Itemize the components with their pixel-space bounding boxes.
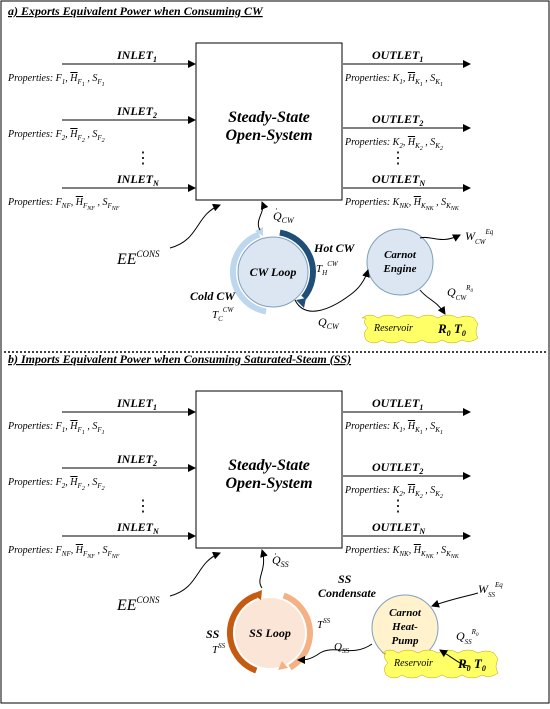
outlet-properties: Properties: K1, HK1 , SK1 bbox=[344, 73, 443, 88]
loop-circle bbox=[237, 236, 309, 308]
outlet-label: OUTLET1 bbox=[372, 396, 423, 412]
device-line1: Carnot bbox=[384, 249, 417, 261]
cold-temp: TSS bbox=[212, 642, 226, 656]
reservoir-label: Reservoir bbox=[373, 323, 413, 334]
inlet-properties: Properties: FNF, HFNF , SFNF bbox=[7, 545, 120, 560]
inlet-label: INLET2 bbox=[116, 104, 157, 120]
section-a: a) Exports Equivalent Power when Consumi… bbox=[7, 4, 494, 344]
outlet-properties: Properties: K2, HK2 , SK2 bbox=[344, 137, 443, 152]
inlet-label: INLET2 bbox=[116, 452, 157, 468]
reservoir-blob bbox=[361, 314, 479, 344]
inlet-properties: Properties: F1, HF1 , SF1 bbox=[7, 421, 105, 436]
q-top-arrow bbox=[257, 201, 269, 231]
inlet-label: INLET1 bbox=[116, 396, 157, 412]
ee-cons-label: EECONS bbox=[116, 595, 160, 614]
q-top-label: QSS bbox=[272, 553, 289, 569]
hot-label: Hot CW bbox=[313, 241, 356, 255]
outlet-properties: Properties: KNK, HKNK , SKNK bbox=[344, 545, 460, 560]
ee-arrow bbox=[169, 551, 221, 597]
reservoir-blob bbox=[381, 649, 499, 679]
outlet-vdots: ⋮ bbox=[390, 150, 406, 167]
ee-arrow bbox=[169, 203, 221, 249]
outlet-properties: Properties: K2, HK2 , SK2 bbox=[344, 485, 443, 500]
hot-arrow-head bbox=[296, 298, 306, 308]
reservoir-state: R0 T0 bbox=[457, 656, 486, 673]
cold-label: SS bbox=[206, 627, 220, 641]
w-label: WCWEq bbox=[465, 228, 494, 246]
inlet-properties: Properties: F1, HF1 , SF1 bbox=[7, 73, 105, 88]
q-top-label: QCW bbox=[273, 209, 295, 225]
outlet-properties: Properties: K1, HK1 , SK1 bbox=[344, 421, 443, 436]
inlet-properties: Properties: F2, HF2 , SF2 bbox=[7, 477, 105, 492]
ee-cons-label: EECONS bbox=[116, 249, 160, 268]
outlet-label: OUTLET1 bbox=[372, 48, 423, 64]
w-arrow bbox=[419, 234, 461, 242]
hot-loop-arrow bbox=[279, 229, 316, 300]
cold-temp: TCCW bbox=[212, 306, 234, 323]
outlet-label: OUTLETN bbox=[372, 172, 426, 188]
w-arrow bbox=[431, 592, 479, 608]
device-line2: Heat- bbox=[391, 621, 418, 633]
qr-label: QSSR0 bbox=[456, 628, 479, 646]
q-top-arrow bbox=[259, 549, 268, 589]
system-label-line2: Open-System bbox=[225, 475, 312, 492]
cold-loop-arrow bbox=[230, 231, 267, 315]
q-bottom-label: QSS bbox=[334, 641, 349, 655]
open-system-box bbox=[195, 390, 343, 549]
loop-label: SS Loop bbox=[249, 626, 291, 640]
qr-arrow bbox=[419, 289, 446, 315]
ss-arrow-head bbox=[252, 590, 262, 600]
inlet-vdots: ⋮ bbox=[135, 150, 151, 167]
device-line2: Engine bbox=[382, 263, 416, 275]
outlet-label: OUTLET2 bbox=[372, 112, 423, 128]
qr-arrow bbox=[439, 649, 471, 667]
q-bottom-arrow bbox=[297, 643, 373, 664]
hot-label-line2: Condensate bbox=[318, 586, 377, 600]
outlet-vdots: ⋮ bbox=[390, 498, 406, 515]
hot-temp: THCW bbox=[316, 260, 339, 277]
inlet-label: INLET1 bbox=[116, 48, 157, 64]
q-bottom-arrow bbox=[294, 269, 370, 312]
inlet-label: INLETN bbox=[116, 520, 160, 536]
reservoir-label: Reservoir bbox=[393, 658, 433, 669]
engine-circle bbox=[366, 228, 434, 296]
inlet-properties: Properties: FNF, HFNF , SFNF bbox=[7, 197, 120, 212]
q-top-dot: · bbox=[274, 549, 277, 559]
section-b: b) Imports Equivalent Power when Consumi… bbox=[7, 352, 503, 679]
system-label-line1: Steady-State bbox=[228, 457, 310, 474]
section-title: a) Exports Equivalent Power when Consumi… bbox=[8, 4, 264, 18]
outlet-label: OUTLETN bbox=[372, 520, 426, 536]
condensate-arrow-head bbox=[278, 661, 288, 670]
system-label-line1: Steady-State bbox=[228, 109, 310, 126]
inlet-vdots: ⋮ bbox=[135, 498, 151, 515]
device-line3: Pump bbox=[392, 635, 419, 647]
outlet-label: OUTLET2 bbox=[372, 460, 423, 476]
device-line1: Carnot bbox=[389, 607, 422, 619]
inlet-properties: Properties: F2, HF2 , SF2 bbox=[7, 129, 105, 144]
outlet-properties: Properties: KNK, HKNK , SKNK bbox=[344, 197, 460, 212]
hot-temp: TSS bbox=[317, 617, 331, 631]
loop-label: CW Loop bbox=[250, 265, 297, 279]
cold-label: Cold CW bbox=[190, 289, 236, 303]
system-label-line2: Open-System bbox=[225, 127, 312, 144]
cold-arrow-head bbox=[255, 227, 263, 236]
section-title: b) Imports Equivalent Power when Consumi… bbox=[8, 352, 351, 366]
loop-circle bbox=[235, 598, 305, 668]
q-bottom-label: QCW bbox=[318, 315, 340, 331]
w-label: WSSEq bbox=[478, 581, 503, 599]
hot-label: SS bbox=[338, 572, 352, 586]
qr-label: QCWR0 bbox=[447, 284, 473, 302]
inlet-label: INLETN bbox=[116, 172, 160, 188]
open-system-box bbox=[195, 42, 343, 201]
q-top-dot: · bbox=[275, 204, 278, 214]
ss-loop-arrow bbox=[227, 592, 258, 674]
reservoir-state: R0 T0 bbox=[437, 321, 466, 338]
